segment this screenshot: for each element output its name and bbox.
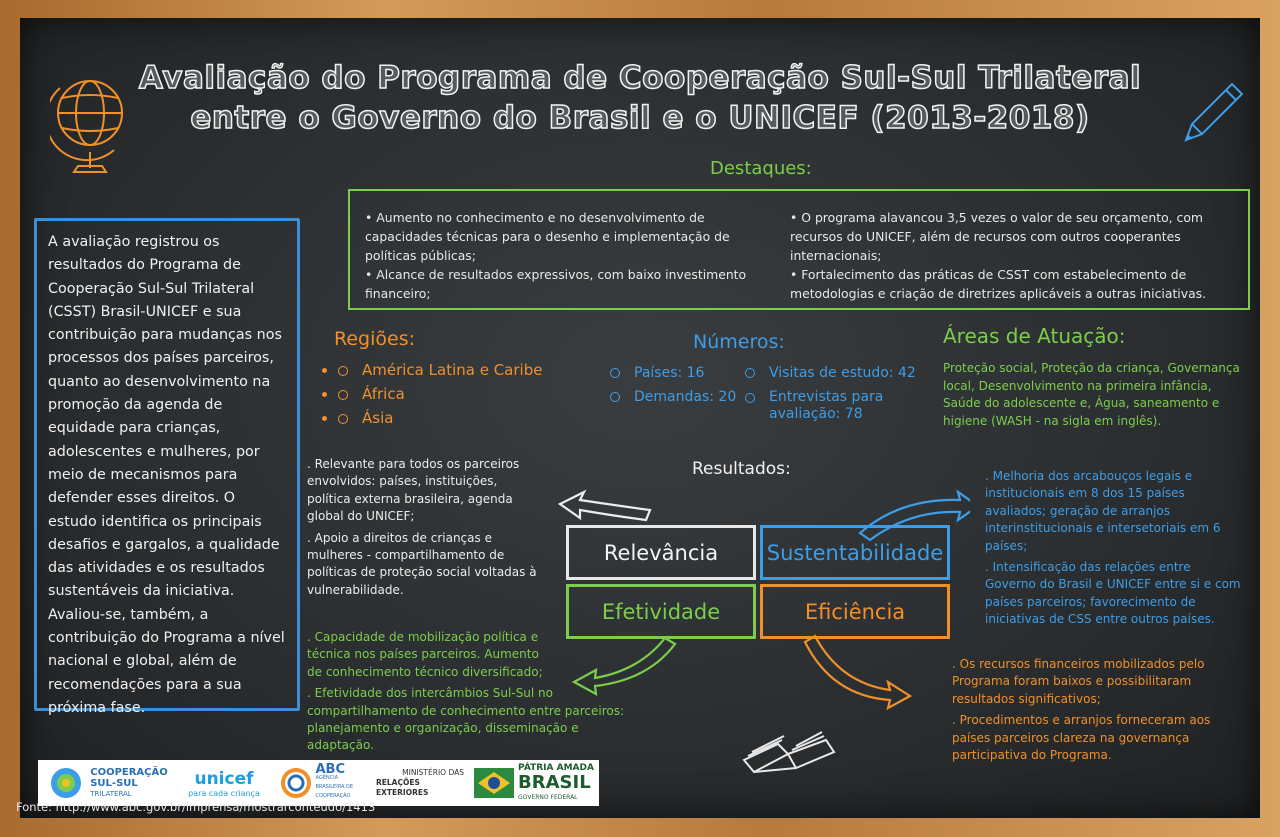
resultados-grid: Relevância Sustentabilidade Efetividade … [566, 525, 950, 639]
logo-brasil: PÁTRIA AMADA BRASIL GOVERNO FEDERAL [474, 760, 594, 806]
destaques-right: • O programa alavancou 3,5 vezes o valor… [790, 208, 1230, 303]
abc-logo-icon [280, 768, 311, 798]
chalkboard: Avaliação do Programa de Cooperação Sul-… [20, 18, 1260, 818]
bullet-icon [745, 368, 755, 378]
regiao-item: América Latina e Caribe [338, 358, 542, 382]
regioes-list: América Latina e Caribe África Ásia [338, 358, 542, 430]
bullet-icon [610, 392, 620, 402]
note-item: . Os recursos financeiros mobilizados pe… [952, 657, 1205, 706]
regiao-item: Ásia [338, 406, 542, 430]
destaques-left: • Aumento no conhecimento e no desenvolv… [365, 208, 755, 303]
bullet-icon [338, 389, 348, 400]
note-item: . Capacidade de mobilização política e t… [307, 630, 543, 679]
destaque-item: • Alcance de resultados expressivos, com… [365, 267, 747, 301]
logo-unicef: unicef para cada criança [188, 768, 260, 798]
source-text: Fonte: http://www.abc.gov.br/imprensa/mo… [16, 800, 376, 814]
arrow-eficiencia-icon [803, 634, 913, 711]
numero-visitas: Visitas de estudo: 42 [745, 365, 916, 382]
destaques-box [348, 189, 1250, 310]
resultados-heading: Resultados: [692, 459, 791, 479]
destaque-item: • O programa alavancou 3,5 vezes o valor… [790, 210, 1204, 263]
logo-abc: ABC AGÊNCIA BRASILEIRA DE COOPERAÇÃO [272, 760, 372, 806]
intro-box [34, 218, 300, 711]
cell-sustentabilidade: Sustentabilidade [760, 525, 950, 580]
note-item: . Procedimentos e arranjos forneceram ao… [952, 713, 1211, 763]
arrow-sustentabilidade-icon [858, 489, 970, 542]
bullet-icon [338, 365, 348, 376]
intro-text: A avaliação registrou os resultados do P… [48, 234, 285, 716]
arrow-efetividade-icon [571, 636, 677, 696]
numeros-heading: Números: [693, 331, 785, 353]
bullet-icon [338, 413, 348, 424]
note-item: . Melhoria dos arcabouços legais e insti… [985, 469, 1221, 553]
cell-eficiencia: Eficiência [760, 584, 950, 639]
numero-entrevistas: Entrevistas para avaliação: 78 [745, 389, 925, 423]
destaques-heading: Destaques: [710, 158, 812, 179]
brasil-flag-icon [474, 768, 515, 798]
destaque-item: • Fortalecimento das práticas de CSST co… [790, 267, 1207, 301]
regiao-item: África [338, 382, 542, 406]
bullet-icon [745, 393, 755, 403]
logos-strip: COOPERAÇÃO SUL-SUL TRILATERAL unicef par… [38, 760, 599, 806]
book-icon [742, 731, 836, 774]
numero-demandas: Demandas: 20 [610, 389, 736, 406]
areas-text: Proteção social, Proteção da criança, Go… [943, 361, 1240, 428]
arrow-relevancia-icon [557, 489, 652, 522]
note-sustentabilidade: . Melhoria dos arcabouços legais e insti… [985, 468, 1243, 629]
areas-heading: Áreas de Atuação: [943, 324, 1126, 348]
note-item: . Intensificação das relações entre Gove… [985, 560, 1241, 627]
regioes-heading: Regiões: [334, 328, 415, 350]
bullet-icon [610, 368, 620, 378]
note-item: . Relevante para todos os parceiros envo… [307, 457, 520, 524]
logo-coop-sul-sul: COOPERAÇÃO SUL-SUL TRILATERAL [42, 760, 172, 806]
pencil-icon [1184, 82, 1244, 142]
destaque-item: • Aumento no conhecimento e no desenvolv… [365, 210, 730, 263]
arrows [557, 489, 970, 711]
title-line-1: Avaliação do Programa de Cooperação Sul-… [138, 59, 1142, 97]
note-eficiencia: . Os recursos financeiros mobilizados pe… [952, 656, 1222, 764]
cell-relevancia: Relevância [566, 525, 756, 580]
coop-logo-icon [51, 768, 82, 798]
globe-icon [50, 80, 123, 173]
numero-paises: Países: 16 [610, 365, 704, 382]
cell-efetividade: Efetividade [566, 584, 756, 639]
note-item: . Apoio a direitos de crianças e mulhere… [307, 530, 537, 597]
note-efetividade: . Capacidade de mobilização política e t… [307, 629, 647, 755]
title-line-2: entre o Governo do Brasil e o UNICEF (20… [190, 99, 1090, 137]
logo-mre: MINISTÉRIO DAS RELAÇÕES EXTERIORES [376, 768, 464, 797]
note-relevancia: . Relevante para todos os parceiros envo… [307, 456, 542, 599]
note-item: . Efetividade dos intercâmbios Sul-Sul n… [307, 686, 625, 753]
